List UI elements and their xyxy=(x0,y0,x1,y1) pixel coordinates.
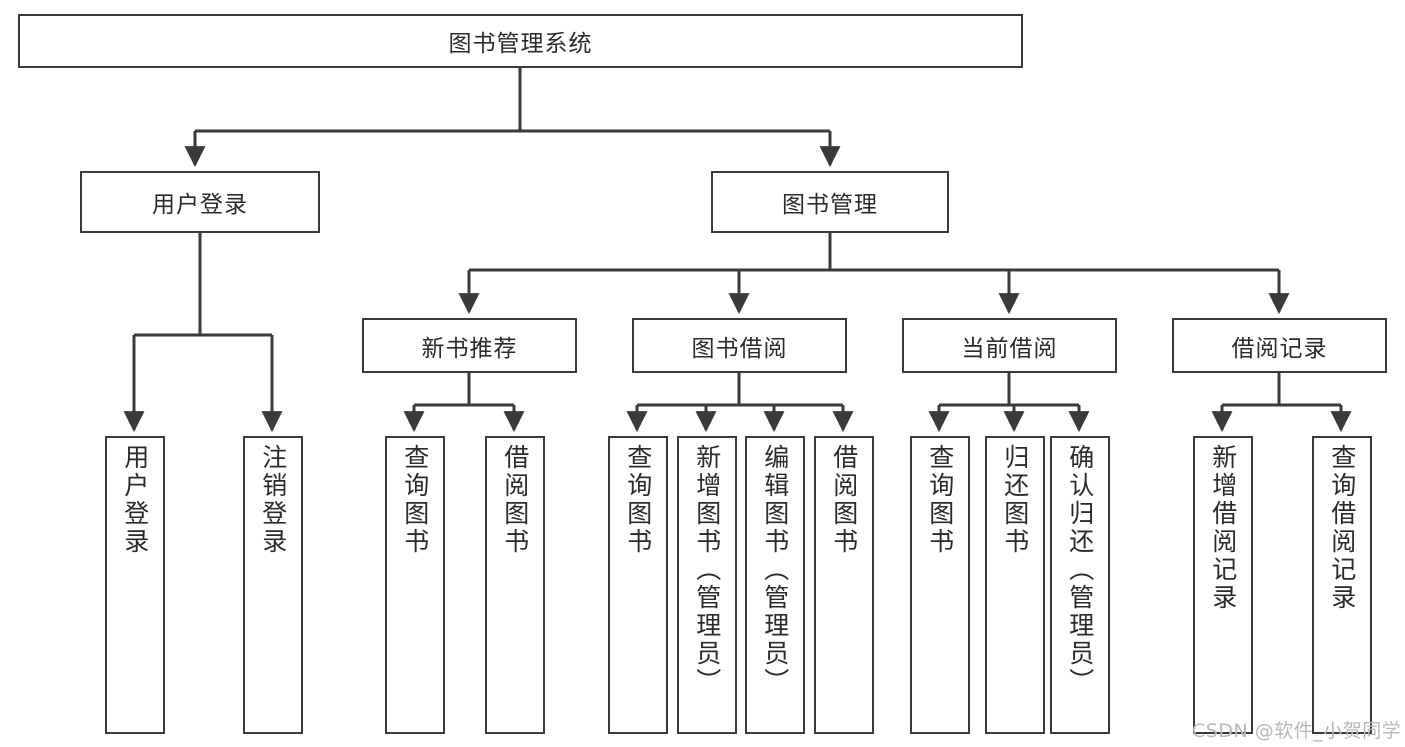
leaf-node-label: 借阅图书 xyxy=(829,444,859,556)
leaf-node-label: 编辑图书（管理员） xyxy=(760,444,790,696)
node-borrow-records-label: 借阅记录 xyxy=(1231,335,1328,362)
node-new-book-recommend-label: 新书推荐 xyxy=(421,335,518,362)
node-book-management-label: 图书管理 xyxy=(782,192,878,218)
csdn-watermark: CSDN @软件_小贺同学 xyxy=(1192,720,1402,742)
leaf-node[interactable]: 查询图书 xyxy=(910,436,970,734)
node-user-login[interactable]: 用户登录 xyxy=(80,171,320,233)
leaf-node-label: 查询图书 xyxy=(623,444,653,556)
leaf-node[interactable]: 用户登录 xyxy=(105,436,165,734)
leaf-node[interactable]: 借阅图书 xyxy=(485,436,545,734)
leaf-node[interactable]: 查询图书 xyxy=(608,436,668,734)
node-new-book-recommend[interactable]: 新书推荐 xyxy=(362,318,577,373)
node-current-borrow[interactable]: 当前借阅 xyxy=(902,318,1117,373)
leaf-node[interactable]: 查询借阅记录 xyxy=(1312,436,1372,734)
leaf-node[interactable]: 确认归还（管理员） xyxy=(1050,436,1110,734)
leaf-node-label: 查询图书 xyxy=(400,444,430,556)
leaf-node[interactable]: 编辑图书（管理员） xyxy=(745,436,805,734)
node-current-borrow-label: 当前借阅 xyxy=(961,335,1058,362)
leaf-node-label: 借阅图书 xyxy=(500,444,530,556)
leaf-node[interactable]: 归还图书 xyxy=(985,436,1045,734)
leaf-node-label: 查询图书 xyxy=(925,444,955,556)
node-root-label: 图书管理系统 xyxy=(448,31,593,57)
node-user-login-label: 用户登录 xyxy=(152,192,248,218)
leaf-node-label: 注销登录 xyxy=(258,444,288,556)
leaf-node-label: 查询借阅记录 xyxy=(1327,444,1357,612)
leaf-node-label: 新增图书（管理员） xyxy=(692,444,722,696)
leaf-node-label: 用户登录 xyxy=(120,444,150,556)
node-root[interactable]: 图书管理系统 xyxy=(18,14,1023,68)
node-borrow-records[interactable]: 借阅记录 xyxy=(1172,318,1387,373)
leaf-node[interactable]: 注销登录 xyxy=(243,436,303,734)
leaf-node-label: 归还图书 xyxy=(1000,444,1030,556)
node-book-borrow[interactable]: 图书借阅 xyxy=(632,318,847,373)
leaf-node-label: 确认归还（管理员） xyxy=(1065,444,1095,696)
leaf-node[interactable]: 借阅图书 xyxy=(814,436,874,734)
node-book-borrow-label: 图书借阅 xyxy=(691,335,788,362)
leaf-node[interactable]: 新增图书（管理员） xyxy=(677,436,737,734)
leaf-node[interactable]: 新增借阅记录 xyxy=(1193,436,1253,734)
leaf-node-label: 新增借阅记录 xyxy=(1208,444,1238,612)
leaf-node[interactable]: 查询图书 xyxy=(385,436,445,734)
node-book-management[interactable]: 图书管理 xyxy=(711,171,949,233)
